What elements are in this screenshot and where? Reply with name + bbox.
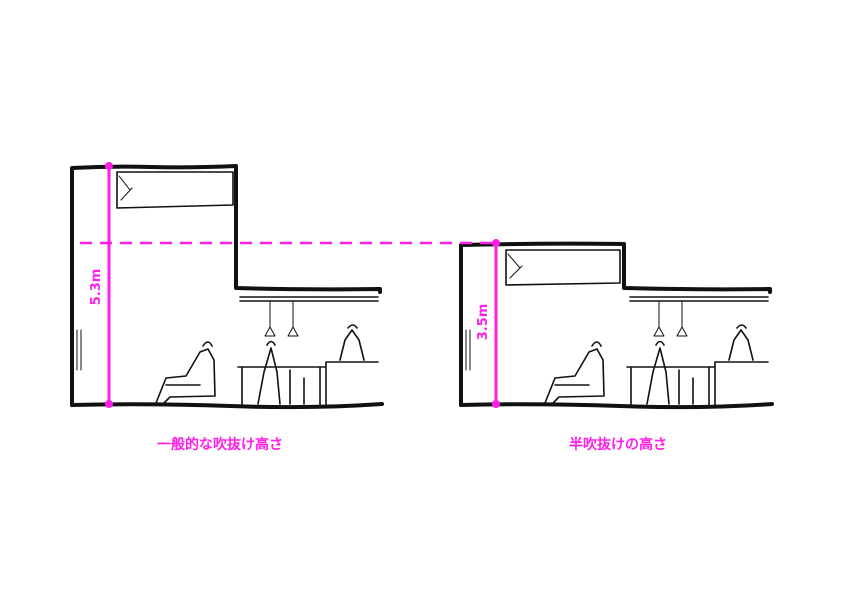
right-caption: 半吹抜けの高さ [569,436,667,453]
left-sofa-figure [155,341,216,404]
left-section-drawing [70,164,384,410]
left-caption: 一般的な吹抜け高さ [157,436,283,453]
right-kitchen-counter [714,324,769,406]
right-section-drawing [459,241,774,410]
left-dimension-bottom-dot [105,400,113,408]
right-floor-line [459,402,774,410]
right-dining-figure [646,340,694,405]
left-floor-line [70,402,384,410]
left-building-outline [70,164,382,407]
right-pendant-lights [653,300,688,337]
left-kitchen-counter [325,324,379,406]
right-dining-table [626,366,715,406]
left-window [76,329,82,371]
right-dimension-top-dot [492,239,500,247]
right-dimension-bottom-dot [492,400,500,408]
left-loft-box [116,171,234,209]
right-dimension-label: 3.5m [476,304,491,341]
left-dining-figure [257,340,305,405]
right-window [465,329,471,371]
right-sofa-figure [544,341,605,404]
left-dining-table [237,366,326,406]
left-dimension-top-dot [105,162,113,170]
right-loft-box [505,249,621,286]
left-ceiling-beam [239,296,379,302]
left-dimension-label: 5.3m [89,269,104,306]
right-building-outline [459,241,772,407]
left-pendant-lights [264,300,299,337]
right-ceiling-beam [629,296,769,302]
dimension-annotations: 5.3m 3.5m 一般的な吹抜け高さ 半吹抜けの高さ [80,162,667,453]
